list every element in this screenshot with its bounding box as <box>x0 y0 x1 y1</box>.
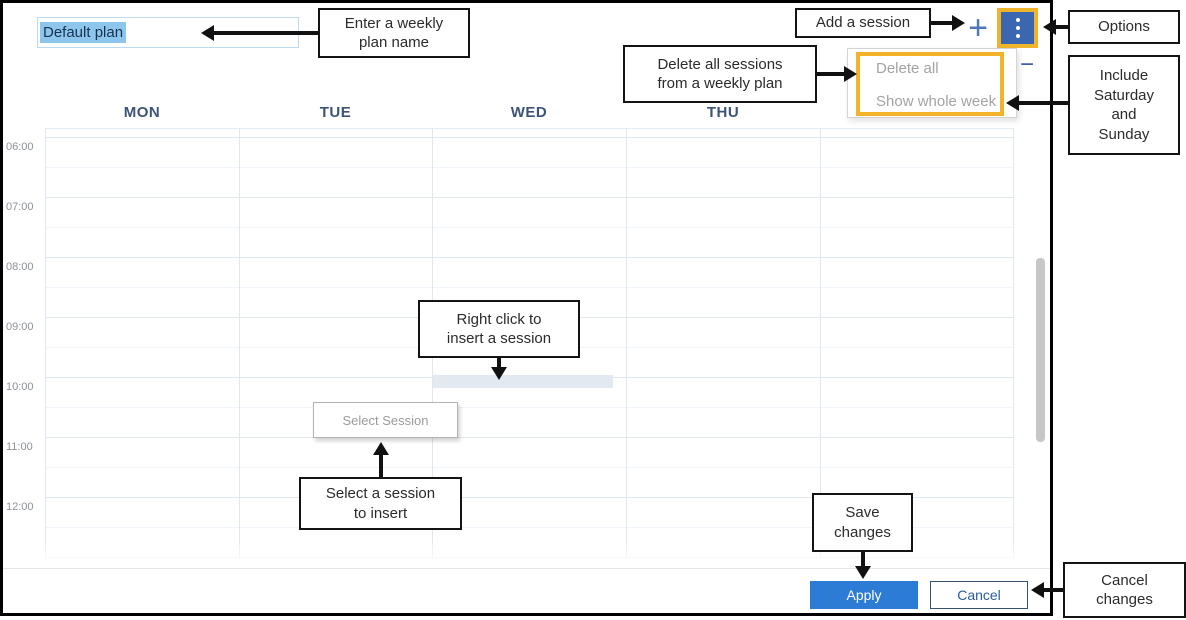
callout-line: Delete all sessions <box>657 55 783 73</box>
grid-line <box>45 167 1013 168</box>
callout-line: insert a session <box>446 330 552 347</box>
callout-line: to insert <box>353 504 408 522</box>
day-header-thu: THU <box>706 103 740 121</box>
time-label: 06:00 <box>6 141 34 153</box>
callout-line: changes <box>1096 591 1153 608</box>
day-header-wed: WED <box>510 103 548 121</box>
callout-arrowhead <box>844 66 857 82</box>
callout-line: plan name <box>358 34 430 51</box>
callout-arrowhead <box>201 25 214 41</box>
grid-line <box>45 497 1013 498</box>
callout-arrowhead <box>1031 582 1044 598</box>
cancel-button[interactable]: Cancel <box>930 581 1028 609</box>
callout-line: and <box>1111 106 1137 123</box>
kebab-dot-icon <box>1015 34 1020 38</box>
callout-arrow <box>816 72 844 76</box>
grid-line <box>45 407 1013 408</box>
callout-add-session: Add a session <box>795 8 931 38</box>
grid-line <box>1013 128 1014 568</box>
plan-name-selected-text: Default plan <box>40 22 127 43</box>
apply-button[interactable]: Apply <box>810 581 918 609</box>
grid-line <box>45 227 1013 228</box>
time-label: 10:00 <box>6 381 34 393</box>
callout-highlight-box <box>856 52 1004 116</box>
time-label: 07:00 <box>6 201 34 213</box>
callout-arrow <box>214 31 318 35</box>
insert-highlight-cell[interactable] <box>433 375 613 388</box>
callout-options: Options <box>1068 10 1180 44</box>
callout-arrow <box>1044 588 1063 592</box>
callout-arrowhead <box>1006 95 1019 111</box>
callout-line: Add a session <box>815 14 911 32</box>
grid-line <box>45 197 1013 198</box>
callout-line: Sunday <box>1098 125 1150 143</box>
callout-save-changes: Save changes <box>812 493 913 552</box>
callout-cancel-changes: Cancel changes <box>1063 562 1186 618</box>
callout-line: Cancel <box>1101 571 1148 589</box>
menu-item-show-whole-week[interactable]: Show whole week <box>876 93 997 110</box>
callout-arrowhead <box>373 442 389 455</box>
callout-line: Enter a weekly <box>344 14 444 32</box>
select-session-button[interactable]: Select Session <box>313 402 458 438</box>
callout-line: Select a session <box>325 485 436 502</box>
plan-name-input[interactable]: Default plan <box>37 17 299 48</box>
callout-arrowhead <box>855 566 871 579</box>
callout-arrow <box>497 357 501 367</box>
options-menu: Delete all Show whole week <box>847 48 1017 118</box>
time-label: 08:00 <box>6 261 34 273</box>
time-label: 11:00 <box>6 441 33 453</box>
options-kebab-button[interactable] <box>997 8 1038 48</box>
vertical-scrollbar-thumb[interactable] <box>1036 258 1045 442</box>
grid-line <box>45 287 1013 288</box>
time-label: 09:00 <box>6 321 34 333</box>
callout-line: changes <box>834 523 891 541</box>
grid-line <box>45 128 1013 129</box>
day-header-tue: TUE <box>319 103 352 121</box>
callout-select-session: Select a session to insert <box>299 477 462 530</box>
callout-line: Save <box>845 504 880 521</box>
callout-arrow <box>861 551 865 566</box>
callout-delete-all: Delete all sessions from a weekly plan <box>623 45 817 103</box>
grid-line <box>45 467 1013 468</box>
menu-item-delete-all[interactable]: Delete all <box>876 60 939 77</box>
callout-arrow <box>930 21 952 25</box>
grid-line <box>45 257 1013 258</box>
grid-line <box>45 137 1013 138</box>
callout-line: Saturday <box>1093 86 1155 104</box>
callout-arrow <box>1019 101 1068 105</box>
add-session-icon[interactable]: + <box>968 8 988 47</box>
grid-line <box>239 128 240 568</box>
callout-line: Include <box>1099 67 1149 84</box>
grid-line <box>820 128 821 568</box>
grid-line <box>45 527 1013 528</box>
callout-right-click: Right click to insert a session <box>418 300 580 358</box>
footer-divider <box>3 568 1050 569</box>
callout-arrowhead <box>491 367 507 380</box>
grid-line <box>45 128 46 568</box>
grid-line <box>45 437 1013 438</box>
callout-arrow <box>1056 25 1070 29</box>
callout-arrowhead <box>1043 19 1056 35</box>
time-label: 12:00 <box>6 501 34 513</box>
callout-line: Right click to <box>456 310 542 328</box>
callout-line: Options <box>1098 18 1150 36</box>
kebab-dot-icon <box>1015 18 1020 22</box>
kebab-dot-icon <box>1015 26 1020 30</box>
callout-plan-name: Enter a weekly plan name <box>318 8 470 58</box>
callout-line: from a weekly plan <box>657 75 783 92</box>
grid-line <box>626 128 627 568</box>
callout-arrow <box>379 455 383 477</box>
callout-include-weekend: Include Saturday and Sunday <box>1068 55 1180 155</box>
minus-icon[interactable]: − <box>1019 51 1034 78</box>
day-header-mon: MON <box>123 103 161 121</box>
callout-arrowhead <box>952 15 965 31</box>
